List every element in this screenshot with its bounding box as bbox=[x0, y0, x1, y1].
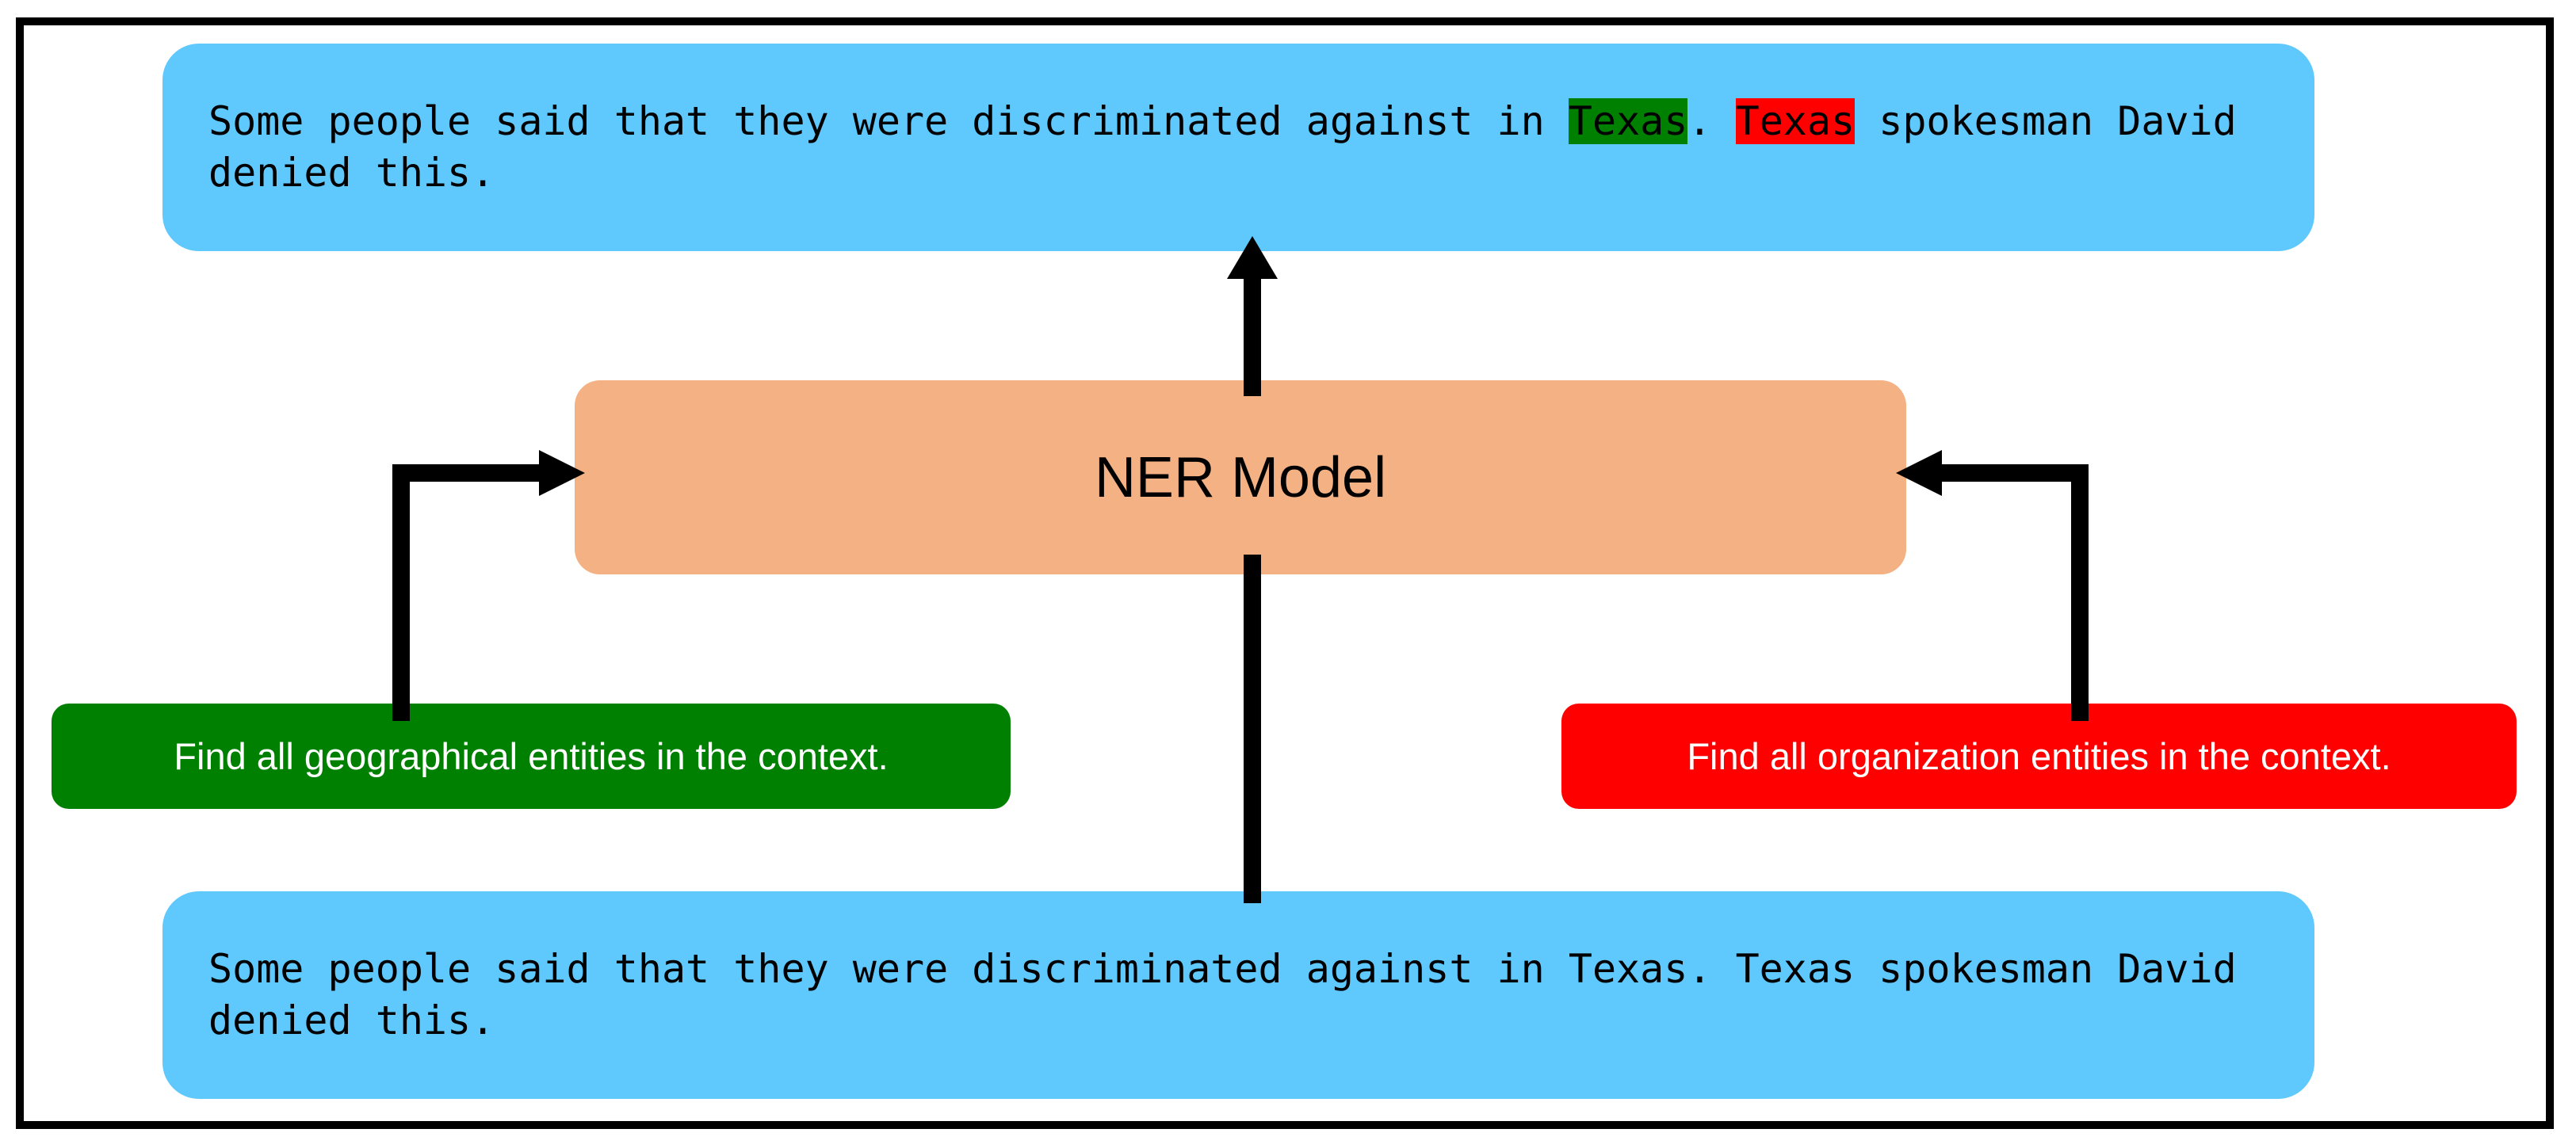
output-seg-4: spokesman David denied this. bbox=[208, 98, 2261, 196]
annotated-output-context-text: Some people said that they were discrimi… bbox=[208, 96, 2268, 199]
input-context-text: Some people said that they were discrimi… bbox=[208, 946, 2261, 1043]
entity-highlight-geo: Texas bbox=[1568, 98, 1688, 144]
prompt-geographical-label: Find all geographical entities in the co… bbox=[174, 735, 889, 777]
ner-model-box: NER Model bbox=[575, 380, 1906, 574]
ner-model-label: NER Model bbox=[1094, 445, 1387, 509]
output-seg-2: . bbox=[1687, 98, 1736, 144]
entity-highlight-org: Texas bbox=[1735, 98, 1856, 144]
prompt-geographical-box: Find all geographical entities in the co… bbox=[52, 704, 1011, 809]
annotated-output-context-box: Some people said that they were discrimi… bbox=[162, 44, 2314, 251]
prompt-organization-label: Find all organization entities in the co… bbox=[1687, 735, 2391, 777]
input-context-box: Some people said that they were discrimi… bbox=[162, 891, 2314, 1099]
output-seg-0: Some people said that they were discrimi… bbox=[208, 98, 1569, 144]
diagram-outer-border bbox=[16, 17, 2554, 1129]
prompt-organization-box: Find all organization entities in the co… bbox=[1561, 704, 2517, 809]
